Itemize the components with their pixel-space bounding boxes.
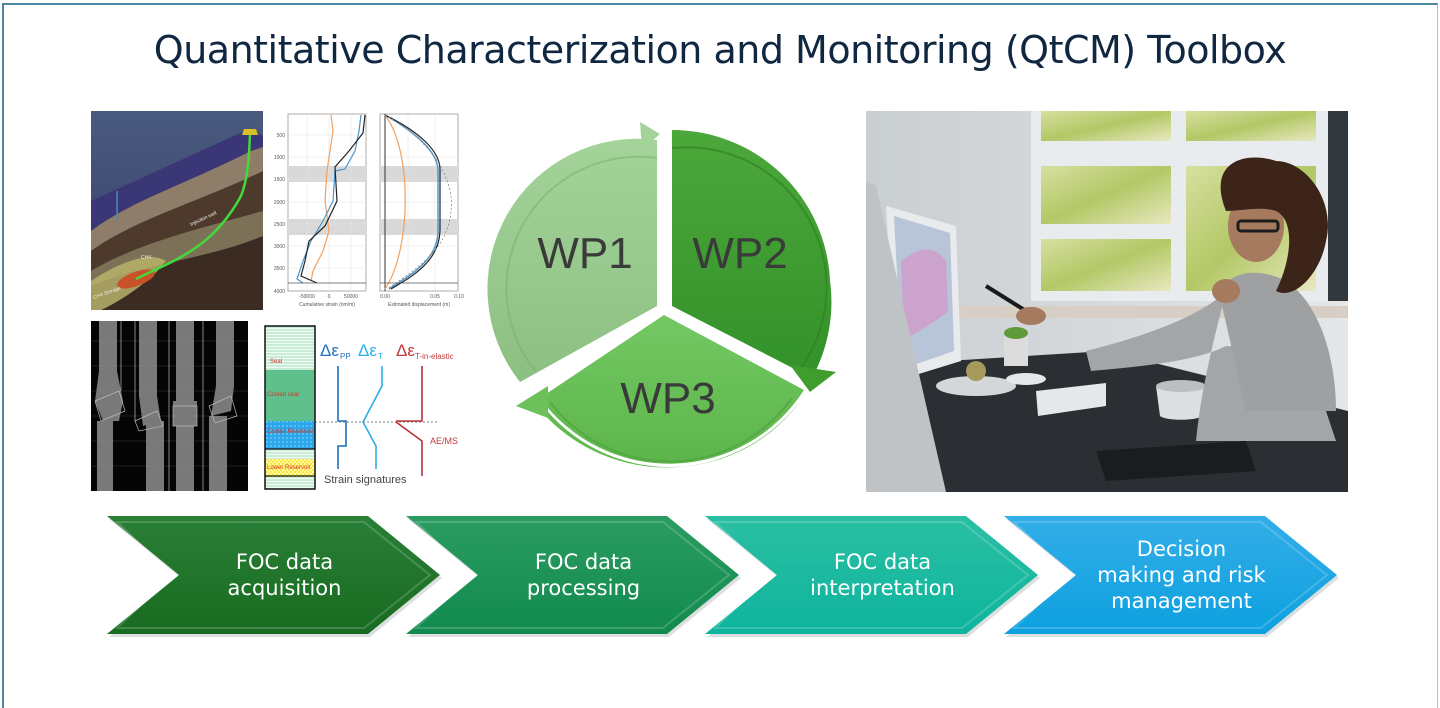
- process-step-label-line: acquisition: [227, 576, 342, 600]
- x-tick: 0: [328, 294, 331, 300]
- process-step-bevel: [114, 521, 432, 629]
- page-title: Quantitative Characterization and Monito…: [153, 28, 1287, 72]
- x-tick: 50000: [344, 294, 358, 300]
- y-tick: 3500: [274, 266, 285, 272]
- process-step-bevel: [413, 521, 731, 629]
- wp2-segment[interactable]: [671, 129, 836, 392]
- process-step-2[interactable]: [406, 516, 739, 634]
- process-step-label-line: FOC data: [534, 550, 633, 574]
- process-step-1[interactable]: [107, 516, 440, 634]
- process-step-label-line: FOC data: [833, 550, 932, 574]
- strain-signatures-diagram: Seal Cooled seal Cooled Reservoir Lower …: [258, 321, 473, 491]
- layer-lower-reservoir: Lower Reservoir: [267, 465, 311, 471]
- y-tick: 2500: [274, 222, 285, 228]
- layer-cooled-seal: Cooled seal: [267, 392, 299, 398]
- strain-caption: Strain signatures: [324, 474, 407, 486]
- header-delta-pp: Δε: [320, 341, 339, 360]
- process-step-bevel: [1011, 521, 1329, 629]
- y-tick: 500: [277, 133, 286, 139]
- wp-cycle-diagram: WP1 WP2 WP3: [480, 110, 850, 490]
- wp3-segment[interactable]: [516, 315, 804, 468]
- office-photo: [866, 111, 1348, 492]
- x-axis-label: Cumulative strain (nm/m): [299, 302, 355, 308]
- process-step-4[interactable]: [1004, 516, 1337, 634]
- wp1-label: WP1: [537, 229, 632, 278]
- y-tick: 1000: [274, 155, 285, 161]
- y-tick: 1500: [274, 177, 285, 183]
- ct-scan-image: [91, 321, 248, 491]
- header-pp-sub: PP: [340, 352, 351, 361]
- process-step-label-line: making and risk: [1097, 563, 1266, 587]
- geology-label-ch4: CH4: [141, 255, 151, 261]
- y-tick: 3000: [274, 244, 285, 250]
- x-tick: 0.00: [380, 294, 390, 300]
- x-tick: -50000: [299, 294, 315, 300]
- annotation-ae-ms: AE/MS: [430, 436, 458, 446]
- x-tick: 0.10: [454, 294, 464, 300]
- y-tick: 2000: [274, 200, 285, 206]
- process-step-label-line: Decision: [1136, 537, 1227, 561]
- header-delta-t-inelastic: Δε: [396, 341, 415, 360]
- layer-cooled-reservoir: Cooled Reservoir: [267, 429, 313, 435]
- process-step-bevel: [712, 521, 1030, 629]
- geology-image: Injection well CH4 CH4 Storage: [91, 111, 263, 310]
- slide-frame: [2, 3, 1438, 708]
- process-step-label-line: processing: [526, 576, 641, 600]
- x-tick: 0.05: [430, 294, 440, 300]
- header-t-inelastic-sub: T-in-elastic: [415, 352, 454, 361]
- process-step-label-line: FOC data: [235, 550, 334, 574]
- x-axis-label: Estimated displacement (m): [388, 302, 450, 308]
- wp3-label: WP3: [620, 374, 715, 423]
- header-delta-t: Δε: [358, 341, 377, 360]
- process-step-label-line: interpretation: [810, 576, 955, 600]
- y-tick: 4000: [274, 289, 285, 295]
- header-t-sub: T: [378, 352, 383, 361]
- process-step-label-line: management: [1111, 589, 1252, 613]
- layer-seal: Seal: [270, 359, 282, 365]
- wp2-label: WP2: [692, 229, 787, 278]
- process-step-3[interactable]: [705, 516, 1038, 634]
- wp1-segment[interactable]: [487, 122, 660, 382]
- strain-plots: 500 1000 1500 2000 2500 3000 3500 4000 -…: [263, 111, 468, 311]
